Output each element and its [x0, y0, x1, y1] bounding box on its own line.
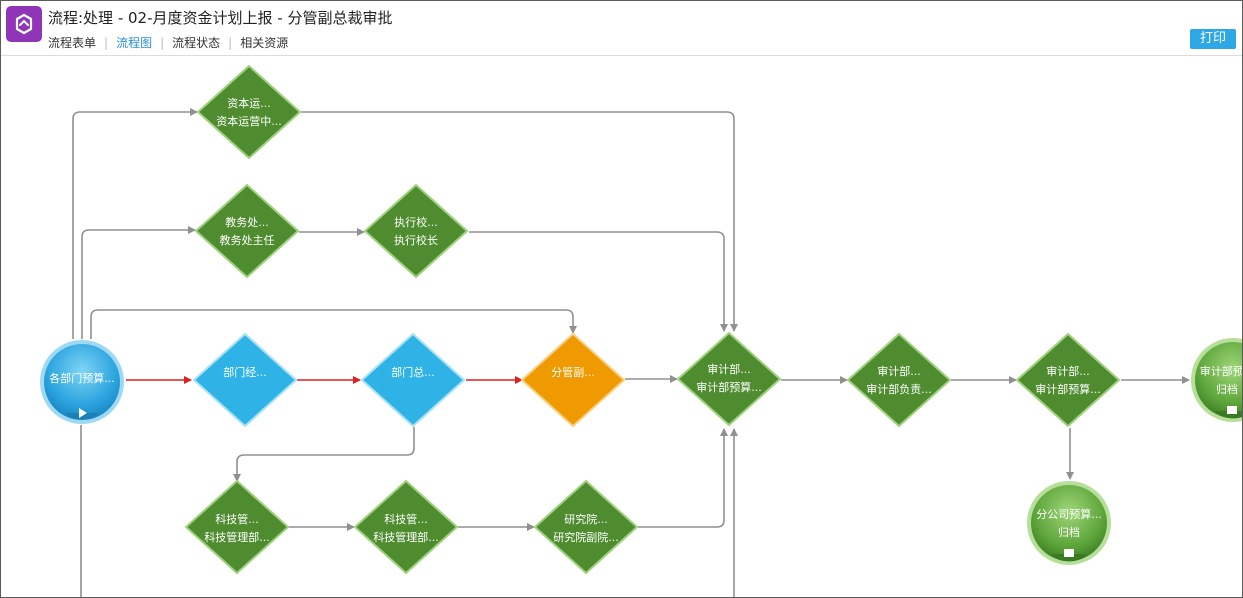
node-shenji-end-label2: 归档 [1216, 382, 1238, 396]
node-keji1[interactable]: 科技管... 科技管理部... [184, 479, 290, 575]
node-fengongsi-end-label1: 分公司预算... [1036, 507, 1102, 521]
node-bumen-jing-label1: 部门经... [223, 365, 267, 379]
edge-yanjiu-shenji1 [638, 428, 728, 528]
edge-bumen-zong-keji1 [233, 427, 415, 482]
flow-canvas: 各部门预算... 资本运... 资本运营中... 教务处... 教务处主任 执行… [1, 56, 1242, 597]
node-keji1-label2: 科技管理部... [204, 530, 270, 544]
node-fengongsi-end-label2: 归档 [1058, 525, 1080, 539]
node-fengongsi-end[interactable]: 分公司预算... 归档 [1027, 481, 1111, 565]
node-zijin-label2: 资本运营中... [216, 114, 282, 128]
node-yanjiu-label1: 研究院... [564, 512, 608, 526]
tab-related-resources[interactable]: 相关资源 [240, 36, 289, 50]
node-shenji2-label1: 审计部... [877, 364, 921, 378]
node-zhixing-label1: 执行校... [394, 215, 438, 229]
node-shenji2[interactable]: 审计部... 审计部负责... [846, 332, 952, 428]
edges [72, 108, 1190, 597]
node-keji2-label1: 科技管... [384, 512, 428, 526]
archive-icon [1227, 406, 1237, 414]
node-shenji-end-label1: 审计部预... [1200, 364, 1242, 378]
print-button[interactable]: 打印 [1190, 29, 1236, 49]
node-zhixing[interactable]: 执行校... 执行校长 [363, 183, 469, 279]
flow-diagram: 各部门预算... 资本运... 资本运营中... 教务处... 教务处主任 执行… [40, 64, 1242, 597]
node-yanjiu-label2: 研究院副院... [553, 530, 619, 544]
node-keji2-label2: 科技管理部... [373, 530, 439, 544]
node-keji2[interactable]: 科技管... 科技管理部... [353, 479, 459, 575]
node-zijin-label1: 资本运... [227, 96, 271, 110]
node-fenguan[interactable]: 分管副... [520, 332, 626, 428]
page-title: 流程:处理 - 02-月度资金计划上报 - 分管副总裁审批 [48, 9, 393, 27]
node-shenji1-label2: 审计部预算... [696, 380, 762, 394]
node-keji1-label1: 科技管... [215, 512, 259, 526]
archive-icon [1064, 549, 1074, 557]
node-bumen-jing[interactable]: 部门经... [192, 332, 298, 428]
edge-zijin-shenji1 [301, 111, 738, 332]
tab-flowchart[interactable]: 流程图 [116, 36, 153, 50]
node-shenji-end[interactable]: 审计部预... 归档 [1191, 338, 1242, 422]
play-icon [79, 408, 87, 418]
node-start-label: 各部门预算... [49, 371, 115, 385]
node-jiaowu[interactable]: 教务处... 教务处主任 [194, 183, 300, 279]
tab-separator: | [228, 36, 233, 50]
node-shenji3-label2: 审计部预算... [1035, 382, 1101, 396]
node-bumen-zong[interactable]: 部门总... [360, 332, 466, 428]
node-shenji1[interactable]: 审计部... 审计部预算... [676, 331, 782, 427]
tab-bar: 流程表单 | 流程图 | 流程状态 | 相关资源 [48, 34, 288, 51]
node-shenji1-label1: 审计部... [707, 362, 751, 376]
app-logo-icon [6, 6, 42, 42]
node-start[interactable]: 各部门预算... [40, 340, 124, 424]
tab-separator: | [104, 36, 109, 50]
node-jiaowu-label1: 教务处... [225, 216, 269, 229]
tab-separator: | [160, 36, 165, 50]
header: 流程:处理 - 02-月度资金计划上报 - 分管副总裁审批 流程表单|流程图|流… [1, 1, 1242, 56]
node-zijin[interactable]: 资本运... 资本运营中... [196, 64, 302, 160]
node-shenji3-label1: 审计部... [1046, 364, 1090, 378]
edge-start-fenguan [90, 309, 577, 339]
node-shenji2-label2: 审计部负责... [866, 382, 932, 396]
edge-zhixing-shenji1 [469, 231, 728, 332]
node-fenguan-label1: 分管副... [551, 365, 595, 379]
node-zhixing-label2: 执行校长 [394, 233, 438, 247]
edge-start-zijin [72, 108, 198, 339]
node-shenji3[interactable]: 审计部... 审计部预算... [1015, 332, 1121, 428]
node-jiaowu-label2: 教务处主任 [220, 234, 275, 247]
node-bumen-zong-label1: 部门总... [391, 365, 435, 379]
tab-form[interactable]: 流程表单 [48, 36, 97, 50]
node-yanjiu[interactable]: 研究院... 研究院副院... [533, 479, 639, 575]
edge-start-jiaowu [81, 226, 196, 339]
tab-flow-status[interactable]: 流程状态 [172, 36, 221, 50]
